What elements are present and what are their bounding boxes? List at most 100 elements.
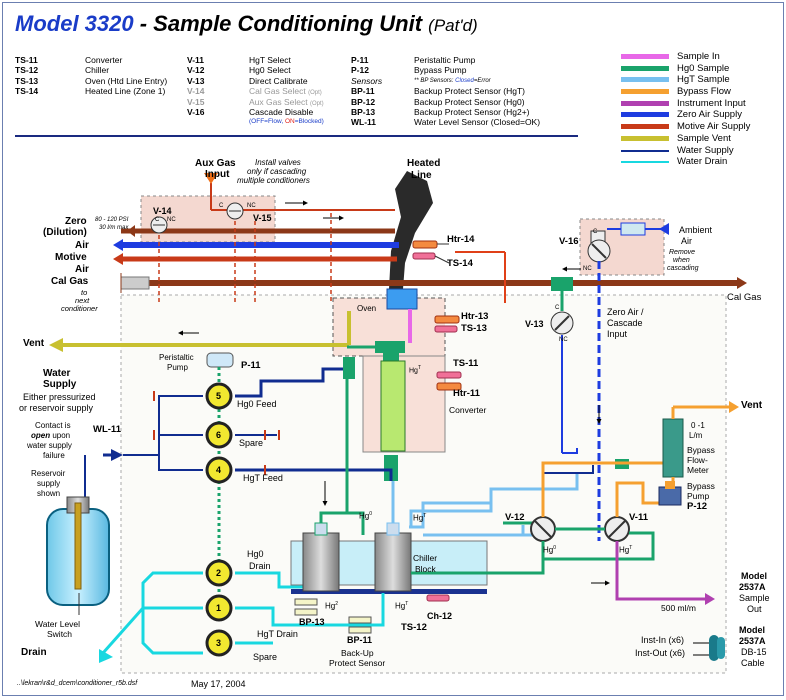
- legend-swatch: [621, 65, 669, 71]
- hg0-drain-label: Hg0: [247, 549, 264, 559]
- inst-in-label: Inst-In (x6): [641, 635, 685, 645]
- table-value: Aux Gas Select (Opt): [249, 97, 324, 109]
- legend-swatch: [621, 149, 669, 152]
- c-label: C: [219, 203, 224, 209]
- hgt-feed-line: [235, 468, 393, 481]
- air-arrow: [113, 239, 123, 251]
- valve-v16[interactable]: [587, 230, 611, 263]
- heated-line-label: Line: [411, 170, 432, 181]
- chiller-label: Chiller: [413, 553, 438, 563]
- aux-gas-label: Aux Gas: [195, 158, 236, 169]
- motive-arrow: [113, 253, 123, 265]
- v16-label: V-16: [559, 236, 579, 247]
- legend-swatch: [621, 77, 669, 83]
- drain-label: Drain: [249, 561, 271, 571]
- hgt-v-label: HgT: [619, 543, 632, 556]
- hg0-to-chiller: [319, 379, 349, 523]
- hg0-v-label: Hg0: [543, 543, 556, 556]
- nc-label: NC: [167, 217, 176, 223]
- heater-htr11: [436, 382, 462, 391]
- water-supply-label: Water: [43, 368, 71, 379]
- aux-input-label: Input: [205, 169, 230, 180]
- pump-number: 2: [216, 568, 222, 578]
- table-key: V-11: [187, 55, 205, 65]
- model-b-label: Cable: [741, 658, 765, 668]
- bypass-line-v11: [615, 481, 659, 517]
- pump-number: 1: [216, 603, 222, 613]
- oven-tee-neck: [383, 353, 399, 361]
- instrument-arrow: [705, 593, 715, 605]
- table-key: V-13: [187, 75, 205, 86]
- model-b-label: DB-15: [741, 647, 767, 657]
- table-key: V-15: [187, 96, 205, 107]
- spare-label: Spare: [253, 652, 278, 662]
- next-label: next: [75, 296, 90, 305]
- legend-swatch: [621, 100, 669, 106]
- title-text: - Sample Conditioning Unit: [133, 11, 423, 36]
- ts11-label: TS-11: [453, 358, 479, 369]
- legend-label: Water Drain: [677, 156, 728, 168]
- hg2-label: Hg2: [325, 599, 338, 612]
- drain-loop-left: [141, 571, 203, 655]
- optional-tag: (Opt): [309, 100, 324, 107]
- pump-head-1[interactable]: [205, 594, 233, 622]
- pump-number: 6: [216, 430, 222, 440]
- hgt-drain-line: [235, 593, 385, 627]
- htr11-label: Htr-11: [453, 388, 480, 399]
- contact-upon: upon: [50, 431, 71, 440]
- table-value: Peristaltic Pump: [414, 55, 476, 65]
- contact-note: Contact is: [35, 421, 71, 430]
- flow-unit-label: L/m: [689, 431, 703, 440]
- hg-text: Hg: [619, 545, 630, 555]
- vent-left-label: Vent: [23, 338, 45, 349]
- water-supply-5: [123, 395, 203, 456]
- hg-text: Hg: [395, 601, 406, 611]
- table-key: P-11: [351, 55, 369, 65]
- bp11-b: [348, 626, 372, 634]
- converter-tee: [384, 455, 398, 481]
- sup-text: T: [417, 365, 422, 371]
- legend-swatch: [621, 161, 669, 164]
- sensor-ts12: [426, 594, 450, 602]
- water-level-label: Switch: [47, 629, 73, 639]
- bypass-flowmeter-label: Bypass: [687, 445, 715, 455]
- sup-text: 2: [335, 601, 339, 607]
- to-label: to: [81, 288, 88, 297]
- valve-v14[interactable]: [150, 216, 168, 234]
- valve-name: Cal Gas Select: [249, 86, 306, 97]
- air-label: Air: [75, 240, 89, 251]
- bypass-pump-top: [665, 481, 675, 489]
- table-key: V-12: [187, 65, 205, 76]
- flow-range-label: 0 -1: [691, 421, 705, 430]
- pump-head-6[interactable]: [205, 421, 233, 449]
- legend-label: Hg0 Sample: [677, 62, 730, 74]
- valve-v15[interactable]: [226, 202, 244, 220]
- spare-label: Spare: [239, 438, 264, 448]
- pump-number: 4: [216, 465, 222, 475]
- install-note: multiple conditioners: [237, 176, 310, 185]
- oven-label: Oven: [357, 304, 377, 313]
- legend-label: Motive Air Supply: [677, 121, 751, 133]
- chiller-cylinder-hg0: [302, 532, 340, 592]
- table-key: BP-13: [351, 107, 376, 117]
- pump-head-2[interactable]: [205, 559, 233, 587]
- cal-gas-label: Cal Gas: [51, 276, 89, 287]
- legend-label: Instrument Input: [677, 97, 746, 109]
- when-label: when: [673, 257, 690, 264]
- pump-head-4[interactable]: [205, 456, 233, 484]
- hgt-to-v12: [409, 503, 493, 527]
- db15-cable-connector[interactable]: [709, 635, 725, 661]
- converter-label: Converter: [449, 405, 487, 415]
- bypass-vent-arrow: [729, 401, 739, 413]
- valve-v13[interactable]: [550, 311, 574, 335]
- dilution-label: (Dilution): [43, 227, 87, 238]
- table-key: Sensors: [351, 75, 383, 86]
- pump-head-3[interactable]: [205, 629, 233, 657]
- conditioner-label: conditioner: [61, 304, 98, 313]
- legend-label: Zero Air Supply: [677, 109, 742, 121]
- table-value: HgT Select: [249, 55, 291, 65]
- pump-head-5[interactable]: [205, 382, 233, 410]
- ambient-arrow: [659, 223, 669, 235]
- inst-out-label: Inst-Out (x6): [635, 648, 686, 658]
